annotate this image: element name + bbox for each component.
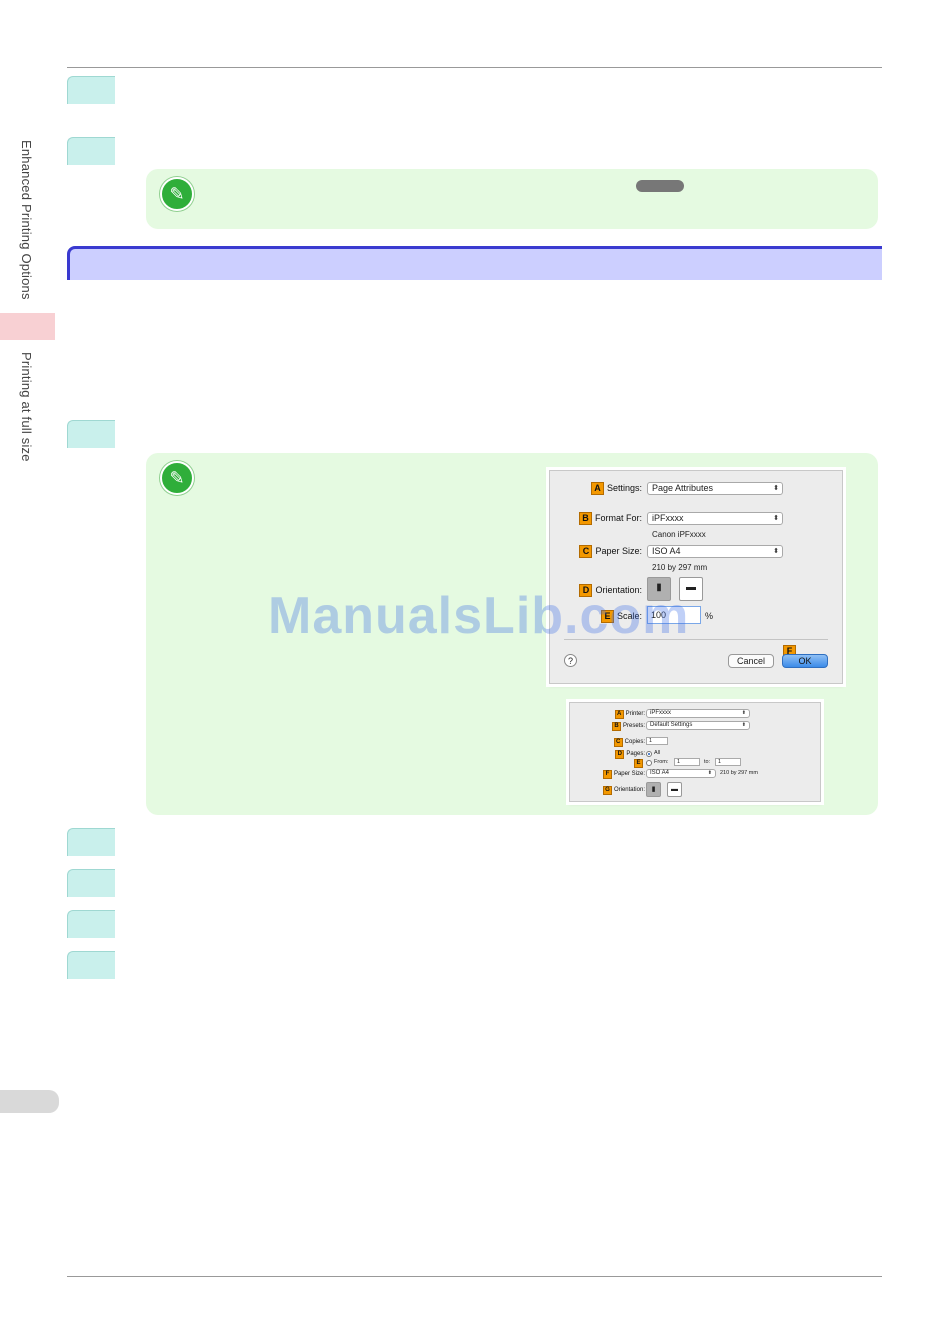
pages-all-label: All <box>654 750 661 756</box>
updown-arrow-icon: ⬍ <box>773 515 779 522</box>
header-rule <box>67 67 882 68</box>
from-input[interactable]: 1 <box>674 758 700 766</box>
page-number-tab <box>0 1090 59 1113</box>
step-5-marker <box>67 869 115 897</box>
chapter-label: Enhanced Printing Options <box>19 140 34 300</box>
print-paper-size-popup[interactable]: ISO A4⬍ <box>646 769 716 778</box>
footer-rule <box>67 1276 882 1277</box>
updown-arrow-icon: ⬍ <box>741 710 746 716</box>
print-paper-size-sub: 210 by 297 mm <box>720 770 758 776</box>
landscape-orientation-icon[interactable]: ▬ <box>679 577 703 601</box>
format-for-popup[interactable]: iPFxxxx⬍ <box>647 512 783 525</box>
to-label: to: <box>704 759 711 765</box>
scale-input[interactable]: 100 <box>647 606 701 624</box>
format-for-sub: Canon iPFxxxx <box>652 530 706 539</box>
cancel-button[interactable]: Cancel <box>728 654 774 668</box>
updown-arrow-icon: ⬍ <box>741 722 746 728</box>
presets-popup[interactable]: Default Settings⬍ <box>646 721 750 730</box>
portrait-orientation-icon[interactable]: ▮ <box>647 577 671 601</box>
scale-unit: % <box>705 611 714 621</box>
reference-link-button[interactable] <box>636 180 684 192</box>
updown-arrow-icon: ⬍ <box>707 770 712 776</box>
watermark: ManualsLib.com <box>268 587 690 645</box>
portrait-orientation-icon[interactable]: ▮ <box>646 782 661 797</box>
section-label: Printing at full size <box>19 352 34 462</box>
step-6-marker <box>67 910 115 938</box>
updown-arrow-icon: ⬍ <box>773 485 779 492</box>
updown-arrow-icon: ⬍ <box>773 548 779 555</box>
step-3-marker <box>67 420 115 448</box>
printer-popup[interactable]: iPFxxxx⬍ <box>646 709 750 718</box>
step-2-marker <box>67 137 115 165</box>
landscape-orientation-icon[interactable]: ▬ <box>667 782 682 797</box>
paper-size-sub: 210 by 297 mm <box>652 563 708 572</box>
pages-all-radio[interactable] <box>646 751 652 757</box>
help-button[interactable]: ? <box>564 654 577 667</box>
to-input[interactable]: 1 <box>715 758 741 766</box>
pencil-note-icon: ✎ <box>160 177 194 211</box>
pencil-note-icon: ✎ <box>160 461 194 495</box>
step-4-marker <box>67 828 115 856</box>
step-1-marker <box>67 76 115 104</box>
from-badge-label: E <box>634 759 645 768</box>
paper-size-popup[interactable]: ISO A4⬍ <box>647 545 783 558</box>
pages-from-radio[interactable] <box>646 760 652 766</box>
dialog-divider <box>564 639 828 640</box>
note-box: ✎ <box>146 169 878 229</box>
chapter-tab <box>0 313 55 340</box>
section-heading-bar <box>67 246 882 280</box>
settings-popup[interactable]: Page Attributes⬍ <box>647 482 783 495</box>
ok-button[interactable]: OK <box>782 654 828 668</box>
step-7-marker <box>67 951 115 979</box>
from-label: From: <box>654 759 669 765</box>
copies-input[interactable]: 1 <box>646 737 668 745</box>
